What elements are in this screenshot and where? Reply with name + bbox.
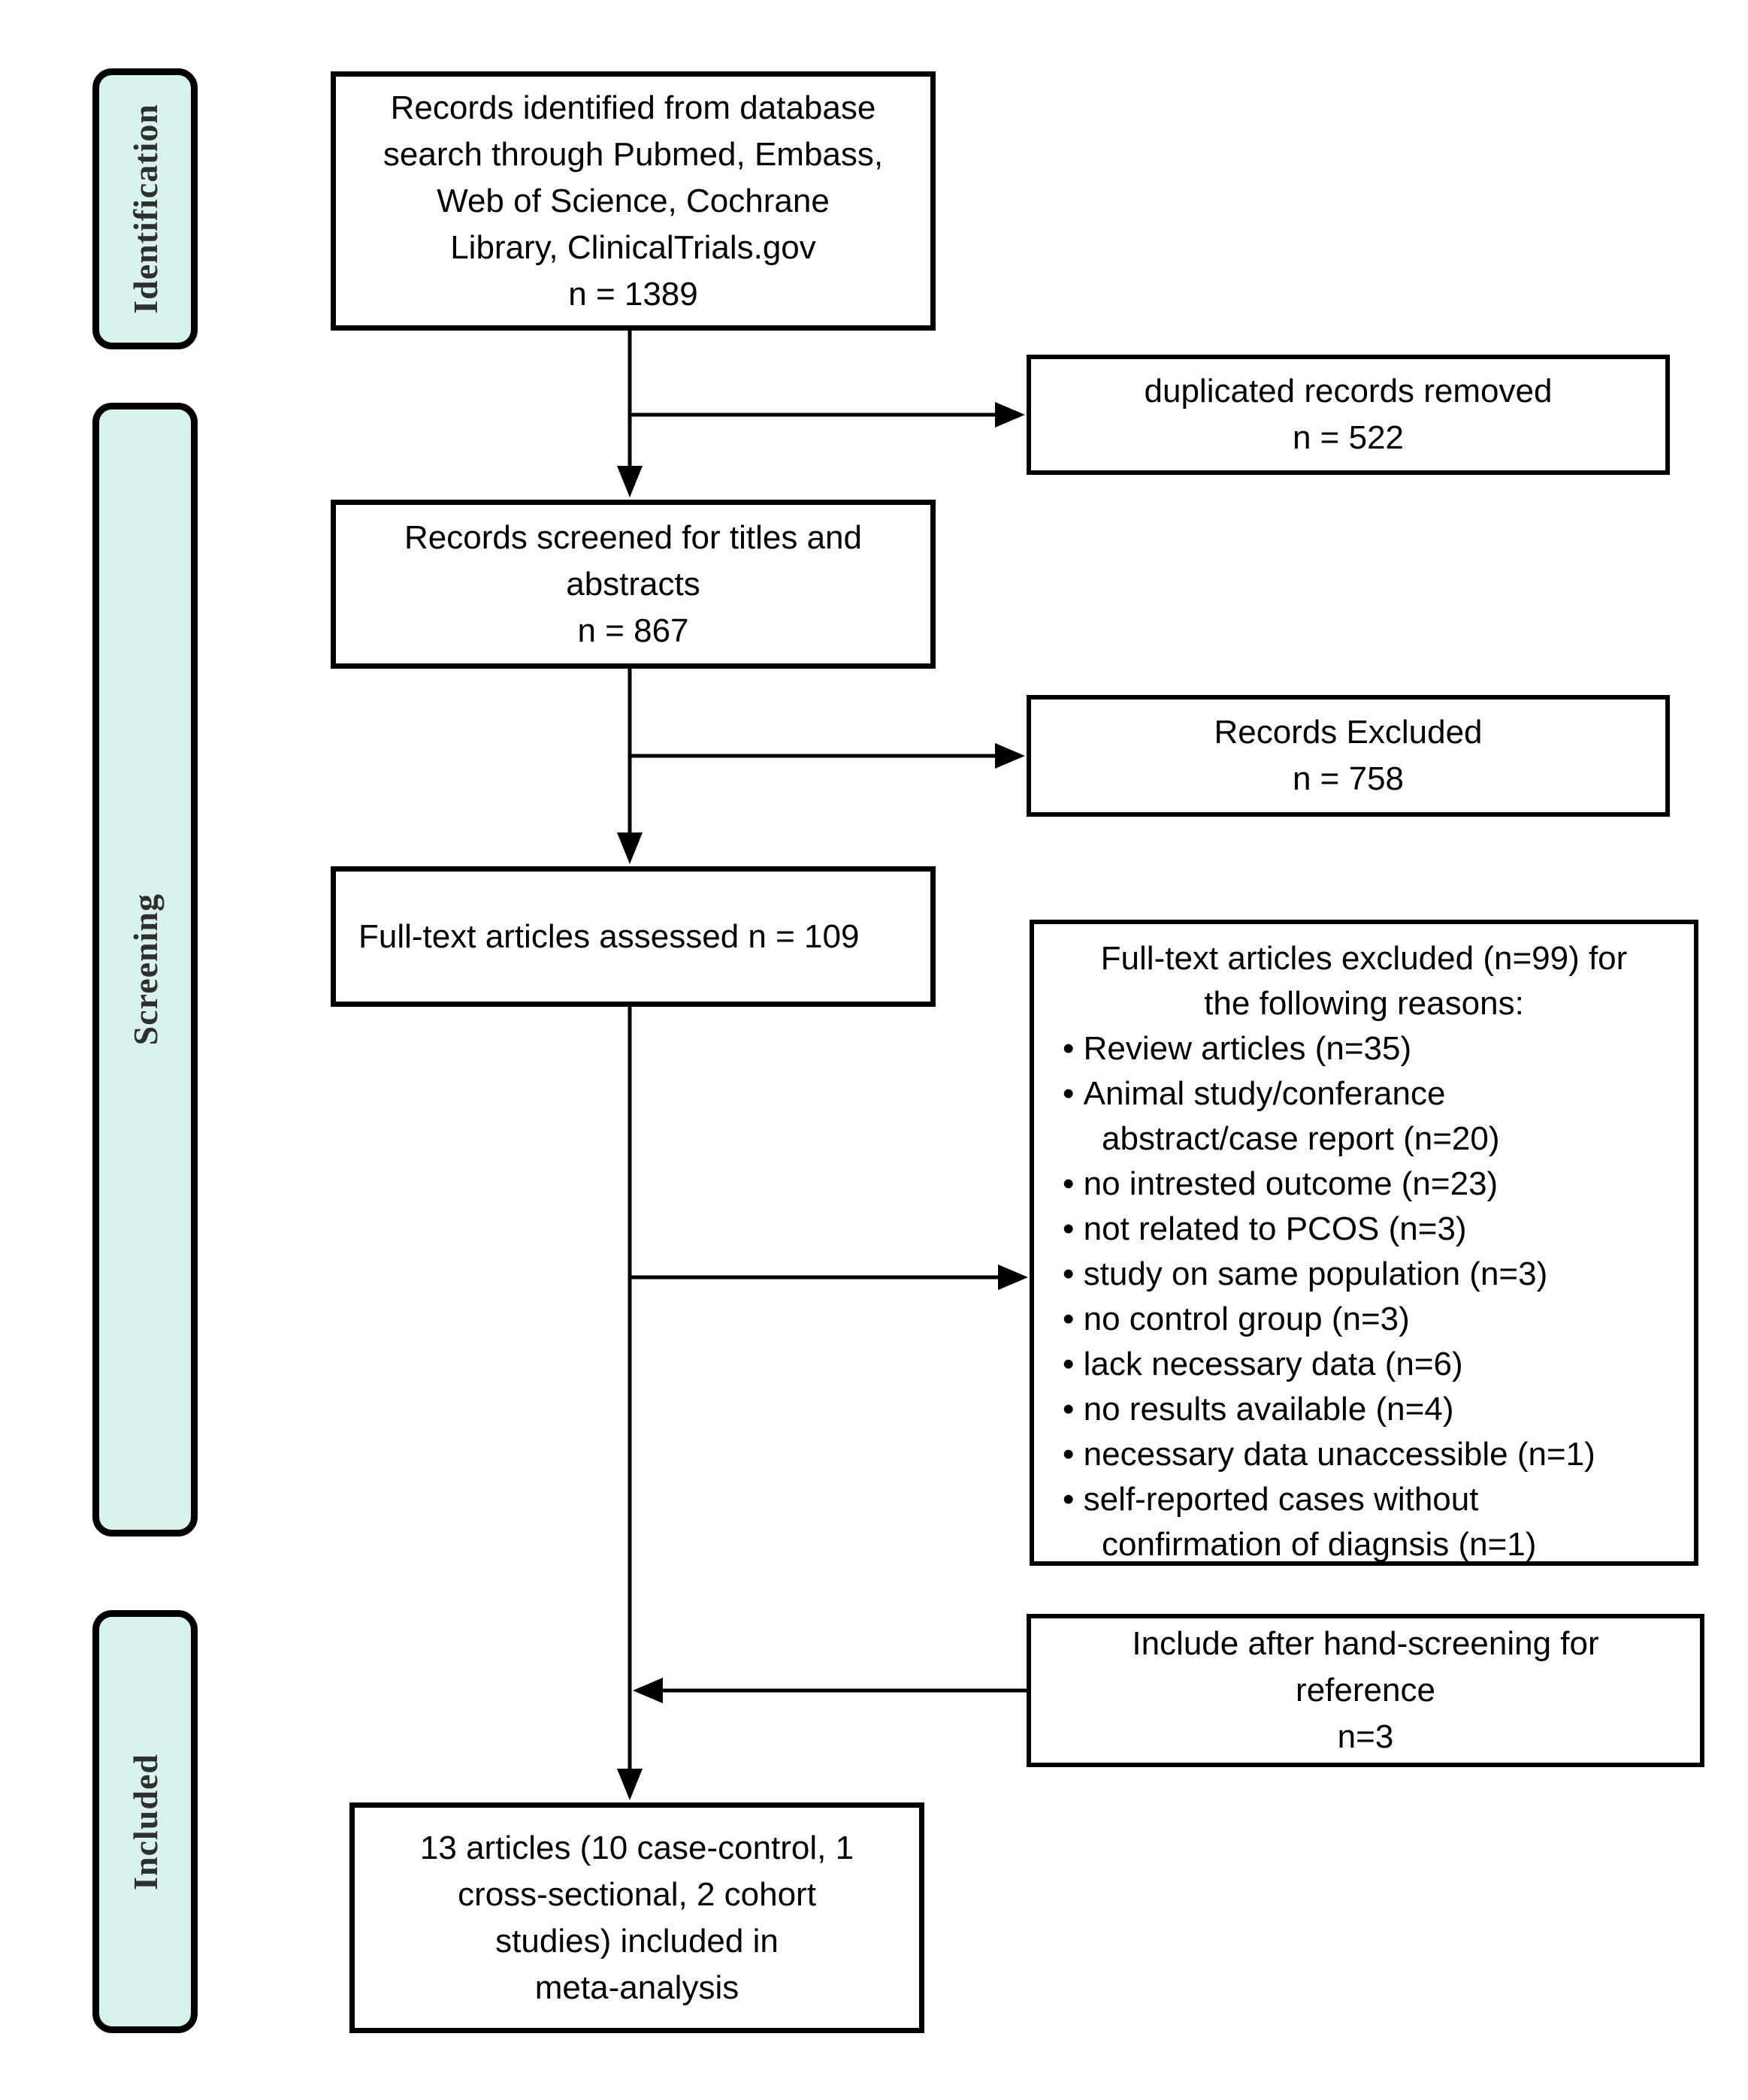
fulltext-excluded-reasons: Review articles (n=35) Animal study/conf… [1034,1026,1694,1567]
exclusion-reason-item: Animal study/conferance abstract/case re… [1063,1071,1682,1162]
stage-screening-label: Screening [126,893,165,1046]
connector-fulltext-to-final [617,1007,643,1800]
box-records-identified: Records identified from database search … [331,71,936,331]
exclusion-reason-item: no intrested outcome (n=23) [1063,1162,1682,1207]
connector-identified-to-screened [617,331,643,497]
stage-identification-label: Identification [126,104,165,314]
stage-included-label: Included [126,1753,165,1890]
records-screened-count: n = 867 [577,612,689,649]
connector-screened-to-fulltext [617,669,643,864]
connector-flow-to-excluded [630,743,1025,769]
records-screened-text: Records screened for titles and abstract… [404,518,862,603]
exclusion-reason-item: necessary data unaccessible (n=1) [1063,1432,1682,1477]
exclusion-reason-item: Review articles (n=35) [1063,1026,1682,1071]
box-records-screened: Records screened for titles and abstract… [331,500,936,669]
records-identified-count: n = 1389 [568,275,698,313]
exclusion-reason-item: study on same population (n=3) [1063,1252,1682,1297]
duplicates-removed-count: n = 522 [1292,419,1405,456]
exclusion-reason-item: not related to PCOS (n=3) [1063,1207,1682,1252]
box-included-final: 13 articles (10 case-control, 1 cross-se… [349,1802,924,2033]
stage-screening: Screening [92,403,198,1536]
box-duplicates-removed: duplicated records removed n = 522 [1027,355,1670,475]
records-identified-text: Records identified from database search … [383,89,884,266]
box-fulltext-excluded: Full-text articles excluded (n=99) for t… [1030,920,1698,1566]
box-hand-screening: Include after hand-screening for referen… [1027,1614,1704,1767]
connector-handscreening-to-flow [633,1678,1027,1703]
exclusion-reason-item: no results available (n=4) [1063,1387,1682,1432]
included-final-text: 13 articles (10 case-control, 1 cross-se… [419,1829,854,2006]
records-excluded-count: n = 758 [1292,760,1405,797]
hand-screening-count: n=3 [1337,1718,1394,1755]
connector-flow-to-duplicates [630,402,1025,428]
box-fulltext-assessed: Full-text articles assessed n = 109 [331,866,936,1007]
fulltext-assessed-text: Full-text articles assessed n = 109 [358,917,860,955]
box-records-excluded: Records Excluded n = 758 [1027,695,1670,817]
records-excluded-text: Records Excluded [1214,714,1483,751]
duplicates-removed-text: duplicated records removed [1144,373,1553,409]
exclusion-reason-item: no control group (n=3) [1063,1297,1682,1342]
connector-flow-to-fulltext-excluded [630,1265,1028,1290]
exclusion-reason-item: self-reported cases without confirmation… [1063,1477,1682,1567]
hand-screening-text: Include after hand-screening for referen… [1132,1625,1599,1709]
stage-identification: Identification [92,68,198,349]
stage-included: Included [92,1610,198,2033]
fulltext-excluded-heading: Full-text articles excluded (n=99) for t… [1100,940,1628,1022]
exclusion-reason-item: lack necessary data (n=6) [1063,1342,1682,1387]
